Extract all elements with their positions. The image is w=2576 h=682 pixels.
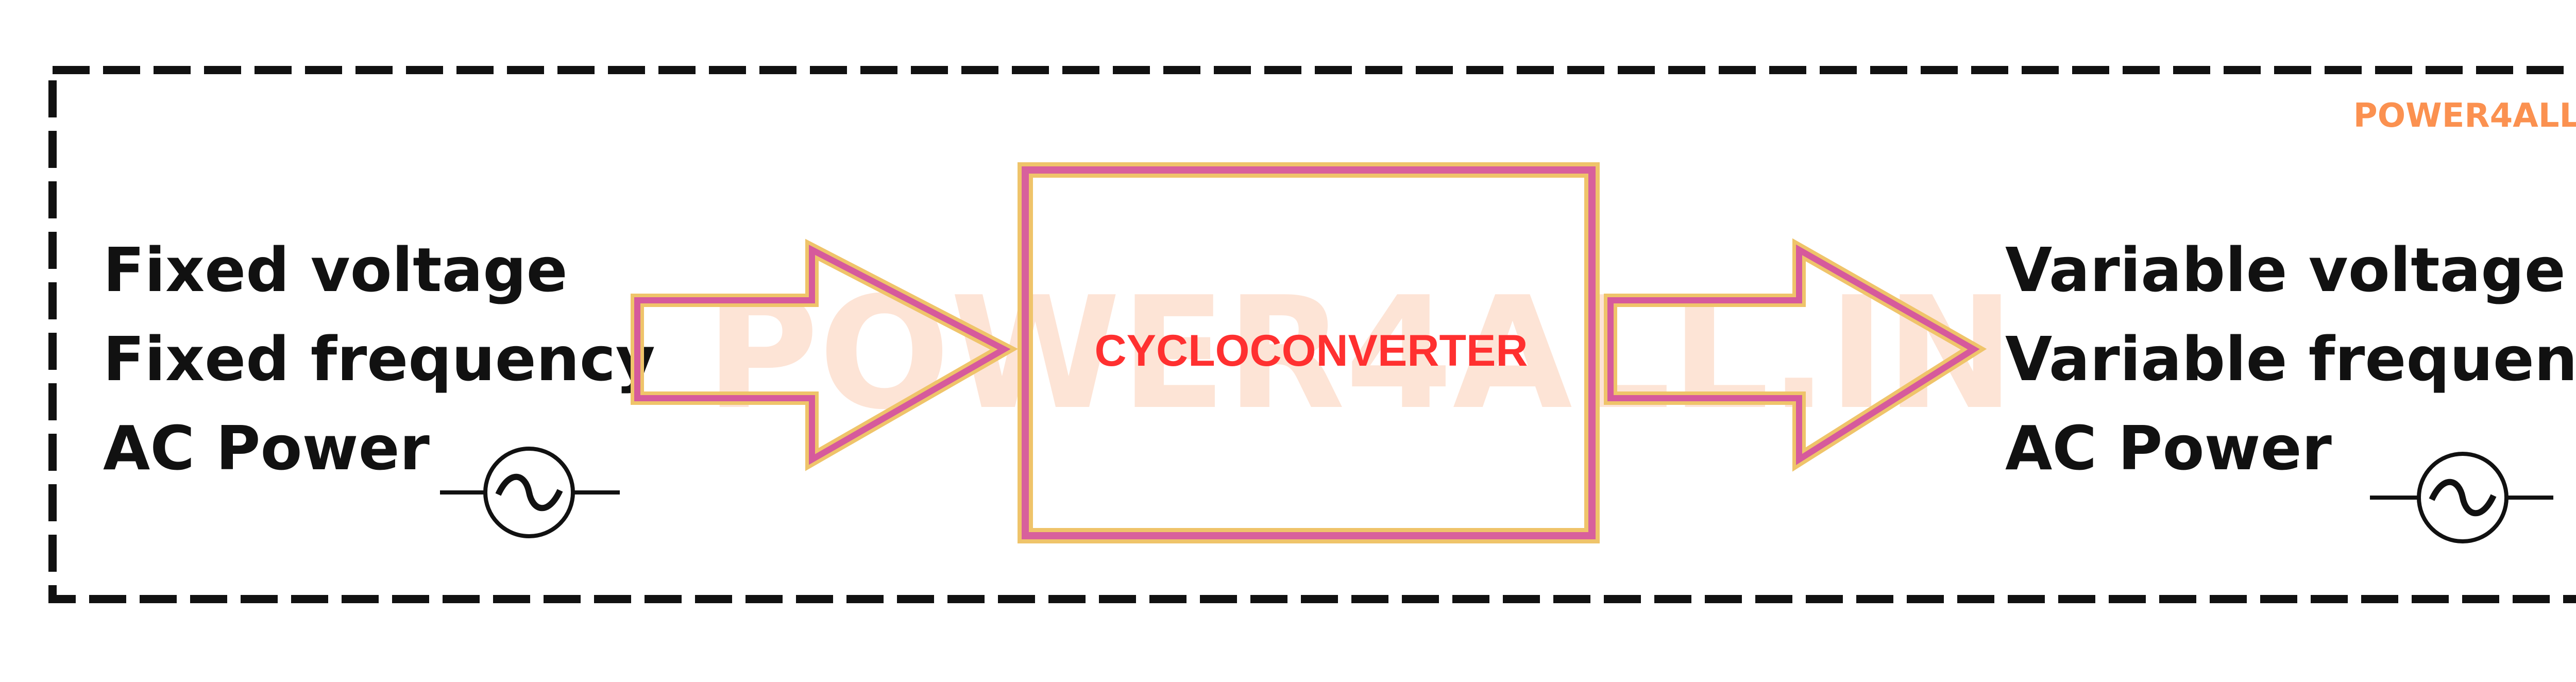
output-description: Variable voltage Variable frequency AC P… [2005, 234, 2576, 484]
input-line-power: AC Power [103, 413, 430, 484]
input-description: Fixed voltage Fixed frequency AC Power [103, 234, 655, 484]
brand-logo-text: POWER4ALL.IN [2353, 97, 2576, 135]
cycloconverter-label: CYCLOCONVERTER [1095, 326, 1528, 376]
ac-source-icon [2370, 452, 2553, 543]
output-arrow [1604, 238, 1987, 472]
output-line-voltage: Variable voltage [2005, 234, 2566, 305]
dashed-frame [48, 66, 2576, 603]
cycloconverter-block: CYCLOCONVERTER [1018, 162, 1600, 543]
ac-source-icon [440, 447, 620, 538]
input-line-frequency: Fixed frequency [103, 323, 655, 395]
output-line-power: AC Power [2005, 413, 2332, 484]
input-line-voltage: Fixed voltage [103, 234, 568, 305]
output-line-frequency: Variable frequency [2005, 323, 2576, 395]
input-arrow [631, 238, 1019, 471]
